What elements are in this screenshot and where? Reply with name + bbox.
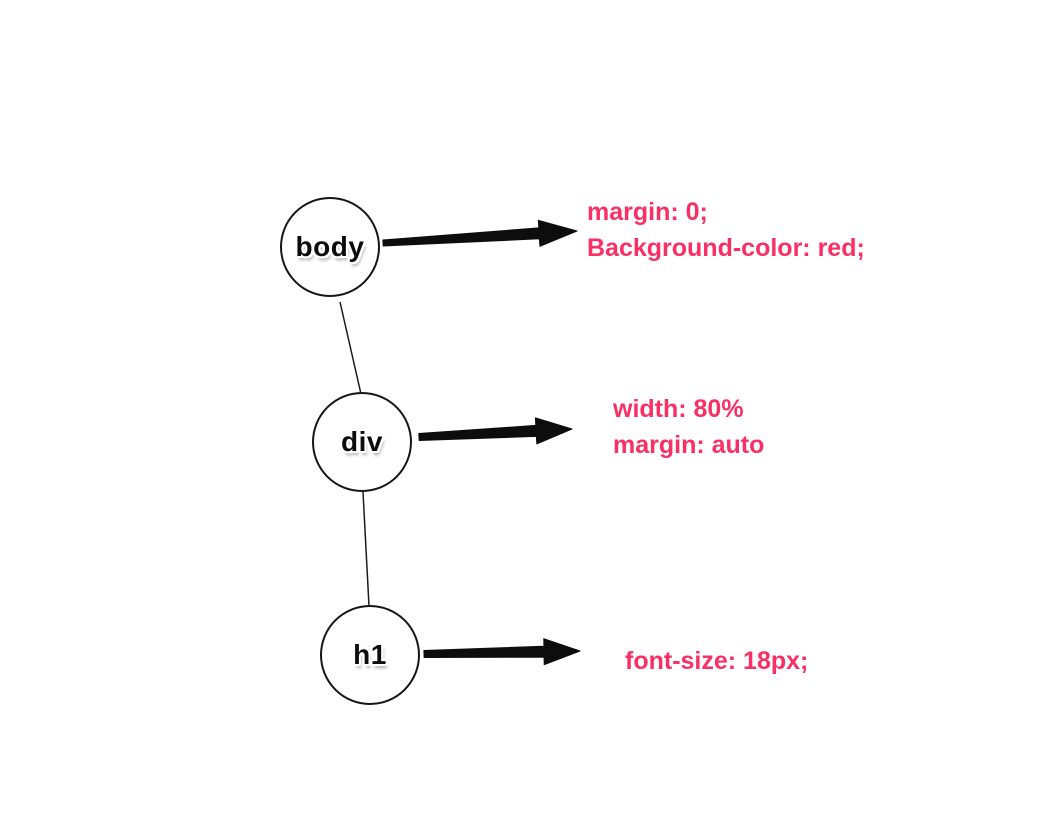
annotation-body-line-2: Background-color: red; <box>587 234 865 262</box>
annotation-div: width: 80% margin: auto <box>613 391 764 463</box>
node-h1: h1 <box>320 605 420 705</box>
annotation-body: margin: 0; Background-color: red; <box>587 194 865 266</box>
edge-body-div <box>339 301 362 395</box>
node-body: body <box>280 197 380 297</box>
annotation-body-line-1: margin: 0; <box>587 198 708 226</box>
node-body-label: body <box>295 231 365 262</box>
arrow-body-annotation <box>382 219 578 247</box>
annotation-div-line-2: margin: auto <box>613 431 765 459</box>
annotation-h1: font-size: 18px; <box>625 643 808 679</box>
node-div: div <box>312 392 412 492</box>
edge-div-h1 <box>362 491 370 607</box>
annotation-div-line-1: width: 80% <box>613 395 744 423</box>
arrow-div-annotation <box>418 417 573 445</box>
annotation-h1-line-1: font-size: 18px; <box>625 647 809 675</box>
node-div-label: div <box>341 426 383 457</box>
arrow-h1-annotation <box>423 638 581 666</box>
node-h1-label: h1 <box>353 639 387 670</box>
